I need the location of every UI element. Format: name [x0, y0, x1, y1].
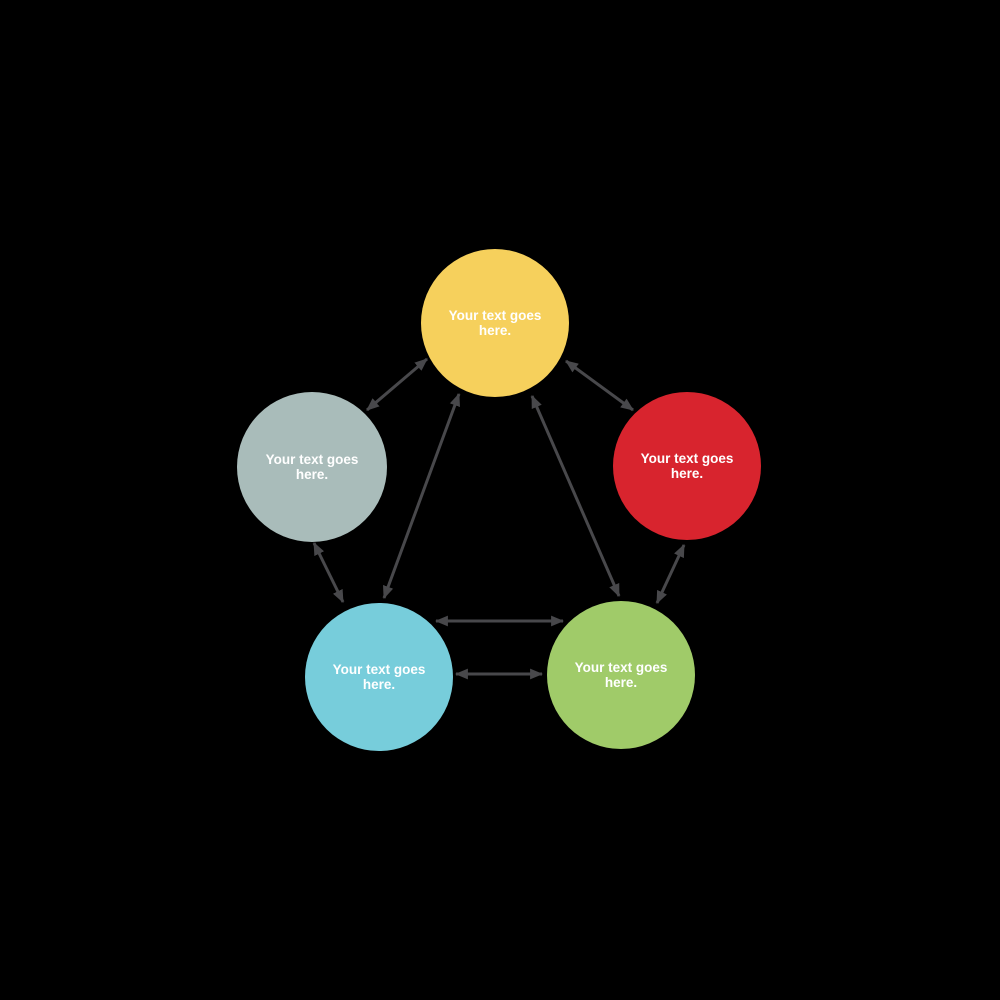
node-top-circle[interactable] — [421, 249, 569, 397]
connector-right-bottom-right[interactable] — [655, 544, 686, 604]
node-right-circle[interactable] — [613, 392, 761, 540]
connector-top-bottom-right[interactable] — [530, 395, 621, 597]
connector-top-left[interactable] — [366, 357, 428, 412]
node-left-circle[interactable] — [237, 392, 387, 542]
connector-top-bottom-left[interactable] — [382, 392, 461, 600]
connector-left-bottom-left[interactable] — [312, 542, 345, 603]
node-bottom-right-circle[interactable] — [547, 601, 695, 749]
connector-top-right[interactable] — [565, 359, 634, 412]
node-bottom-left-circle[interactable] — [305, 603, 453, 751]
